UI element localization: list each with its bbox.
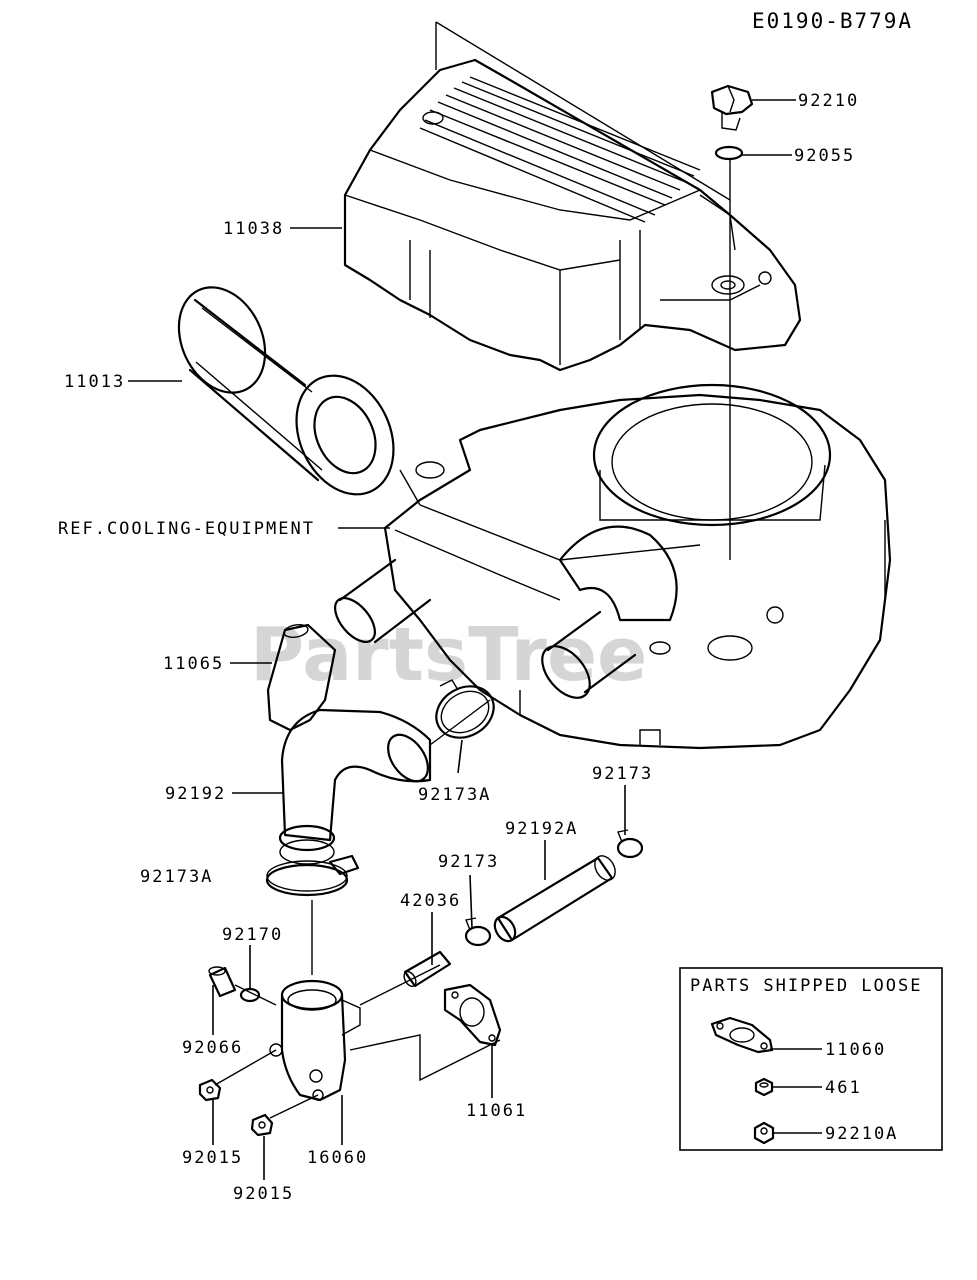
loose-box-title: PARTS SHIPPED LOOSE xyxy=(690,976,922,996)
gasket-11061[interactable] xyxy=(443,983,502,1047)
label-ref-cooling-equipment: REF.COOLING-EQUIPMENT xyxy=(58,519,315,539)
label-92173-right: 92173 xyxy=(592,764,653,784)
label-92015-a: 92015 xyxy=(182,1148,243,1168)
cooling-housing-ref xyxy=(383,383,892,750)
label-92192: 92192 xyxy=(165,784,226,804)
label-16060: 16060 xyxy=(307,1148,368,1168)
plug-92066[interactable] xyxy=(208,966,237,998)
label-11061: 11061 xyxy=(466,1101,527,1121)
intake-tube-right xyxy=(541,610,637,699)
exploded-lines xyxy=(214,469,501,1119)
knob-92210[interactable] xyxy=(710,84,754,131)
air-cleaner-cover-11038[interactable] xyxy=(343,58,802,372)
washer-92055[interactable] xyxy=(714,145,744,161)
label-92173A-lower: 92173A xyxy=(140,867,213,887)
label-92066: 92066 xyxy=(182,1038,243,1058)
label-11060: 11060 xyxy=(825,1040,886,1060)
watermark: PartsTree xyxy=(250,612,647,698)
label-92173A-upper: 92173A xyxy=(418,785,491,805)
label-92170: 92170 xyxy=(222,925,283,945)
parts-shipped-loose-box: PARTS SHIPPED LOOSE 11060 461 92210A xyxy=(679,967,943,1151)
label-11013: 11013 xyxy=(64,372,125,392)
label-42036: 42036 xyxy=(400,891,461,911)
label-461: 461 xyxy=(825,1078,862,1098)
label-11038: 11038 xyxy=(223,219,284,239)
hose-clamp-92173A-lower[interactable] xyxy=(265,854,360,897)
exploded-line-cover-2 xyxy=(435,21,731,201)
clamp-92173-mid[interactable] xyxy=(464,917,492,947)
label-92192A: 92192A xyxy=(505,819,578,839)
pipe-42036[interactable] xyxy=(402,950,452,988)
leader-lines xyxy=(128,99,796,1180)
diagram-code: E0190-B779A xyxy=(752,9,913,33)
label-11065: 11065 xyxy=(163,654,224,674)
label-92210A: 92210A xyxy=(825,1124,898,1144)
air-hose-92192[interactable] xyxy=(278,708,436,865)
throttle-body-16060[interactable] xyxy=(269,979,361,1102)
intake-tube-left xyxy=(334,558,432,644)
clamp-92173-right[interactable] xyxy=(616,829,644,859)
nut-92015-a[interactable] xyxy=(198,1078,222,1102)
nut-92015-b[interactable] xyxy=(250,1113,274,1137)
intake-elbow-11065[interactable] xyxy=(266,623,337,732)
label-92210: 92210 xyxy=(798,91,859,111)
breather-hose-92192A[interactable] xyxy=(491,852,620,945)
nut-461[interactable] xyxy=(754,1077,774,1097)
label-92055: 92055 xyxy=(794,146,855,166)
nut-92210A[interactable] xyxy=(753,1121,775,1145)
hose-clamp-92173A-upper[interactable] xyxy=(427,676,503,748)
gasket-11060[interactable] xyxy=(710,1016,774,1054)
label-92015-b: 92015 xyxy=(233,1184,294,1204)
filter-element-11013[interactable] xyxy=(163,273,412,510)
label-92173-mid: 92173 xyxy=(438,852,499,872)
clip-92170[interactable] xyxy=(239,987,261,1003)
